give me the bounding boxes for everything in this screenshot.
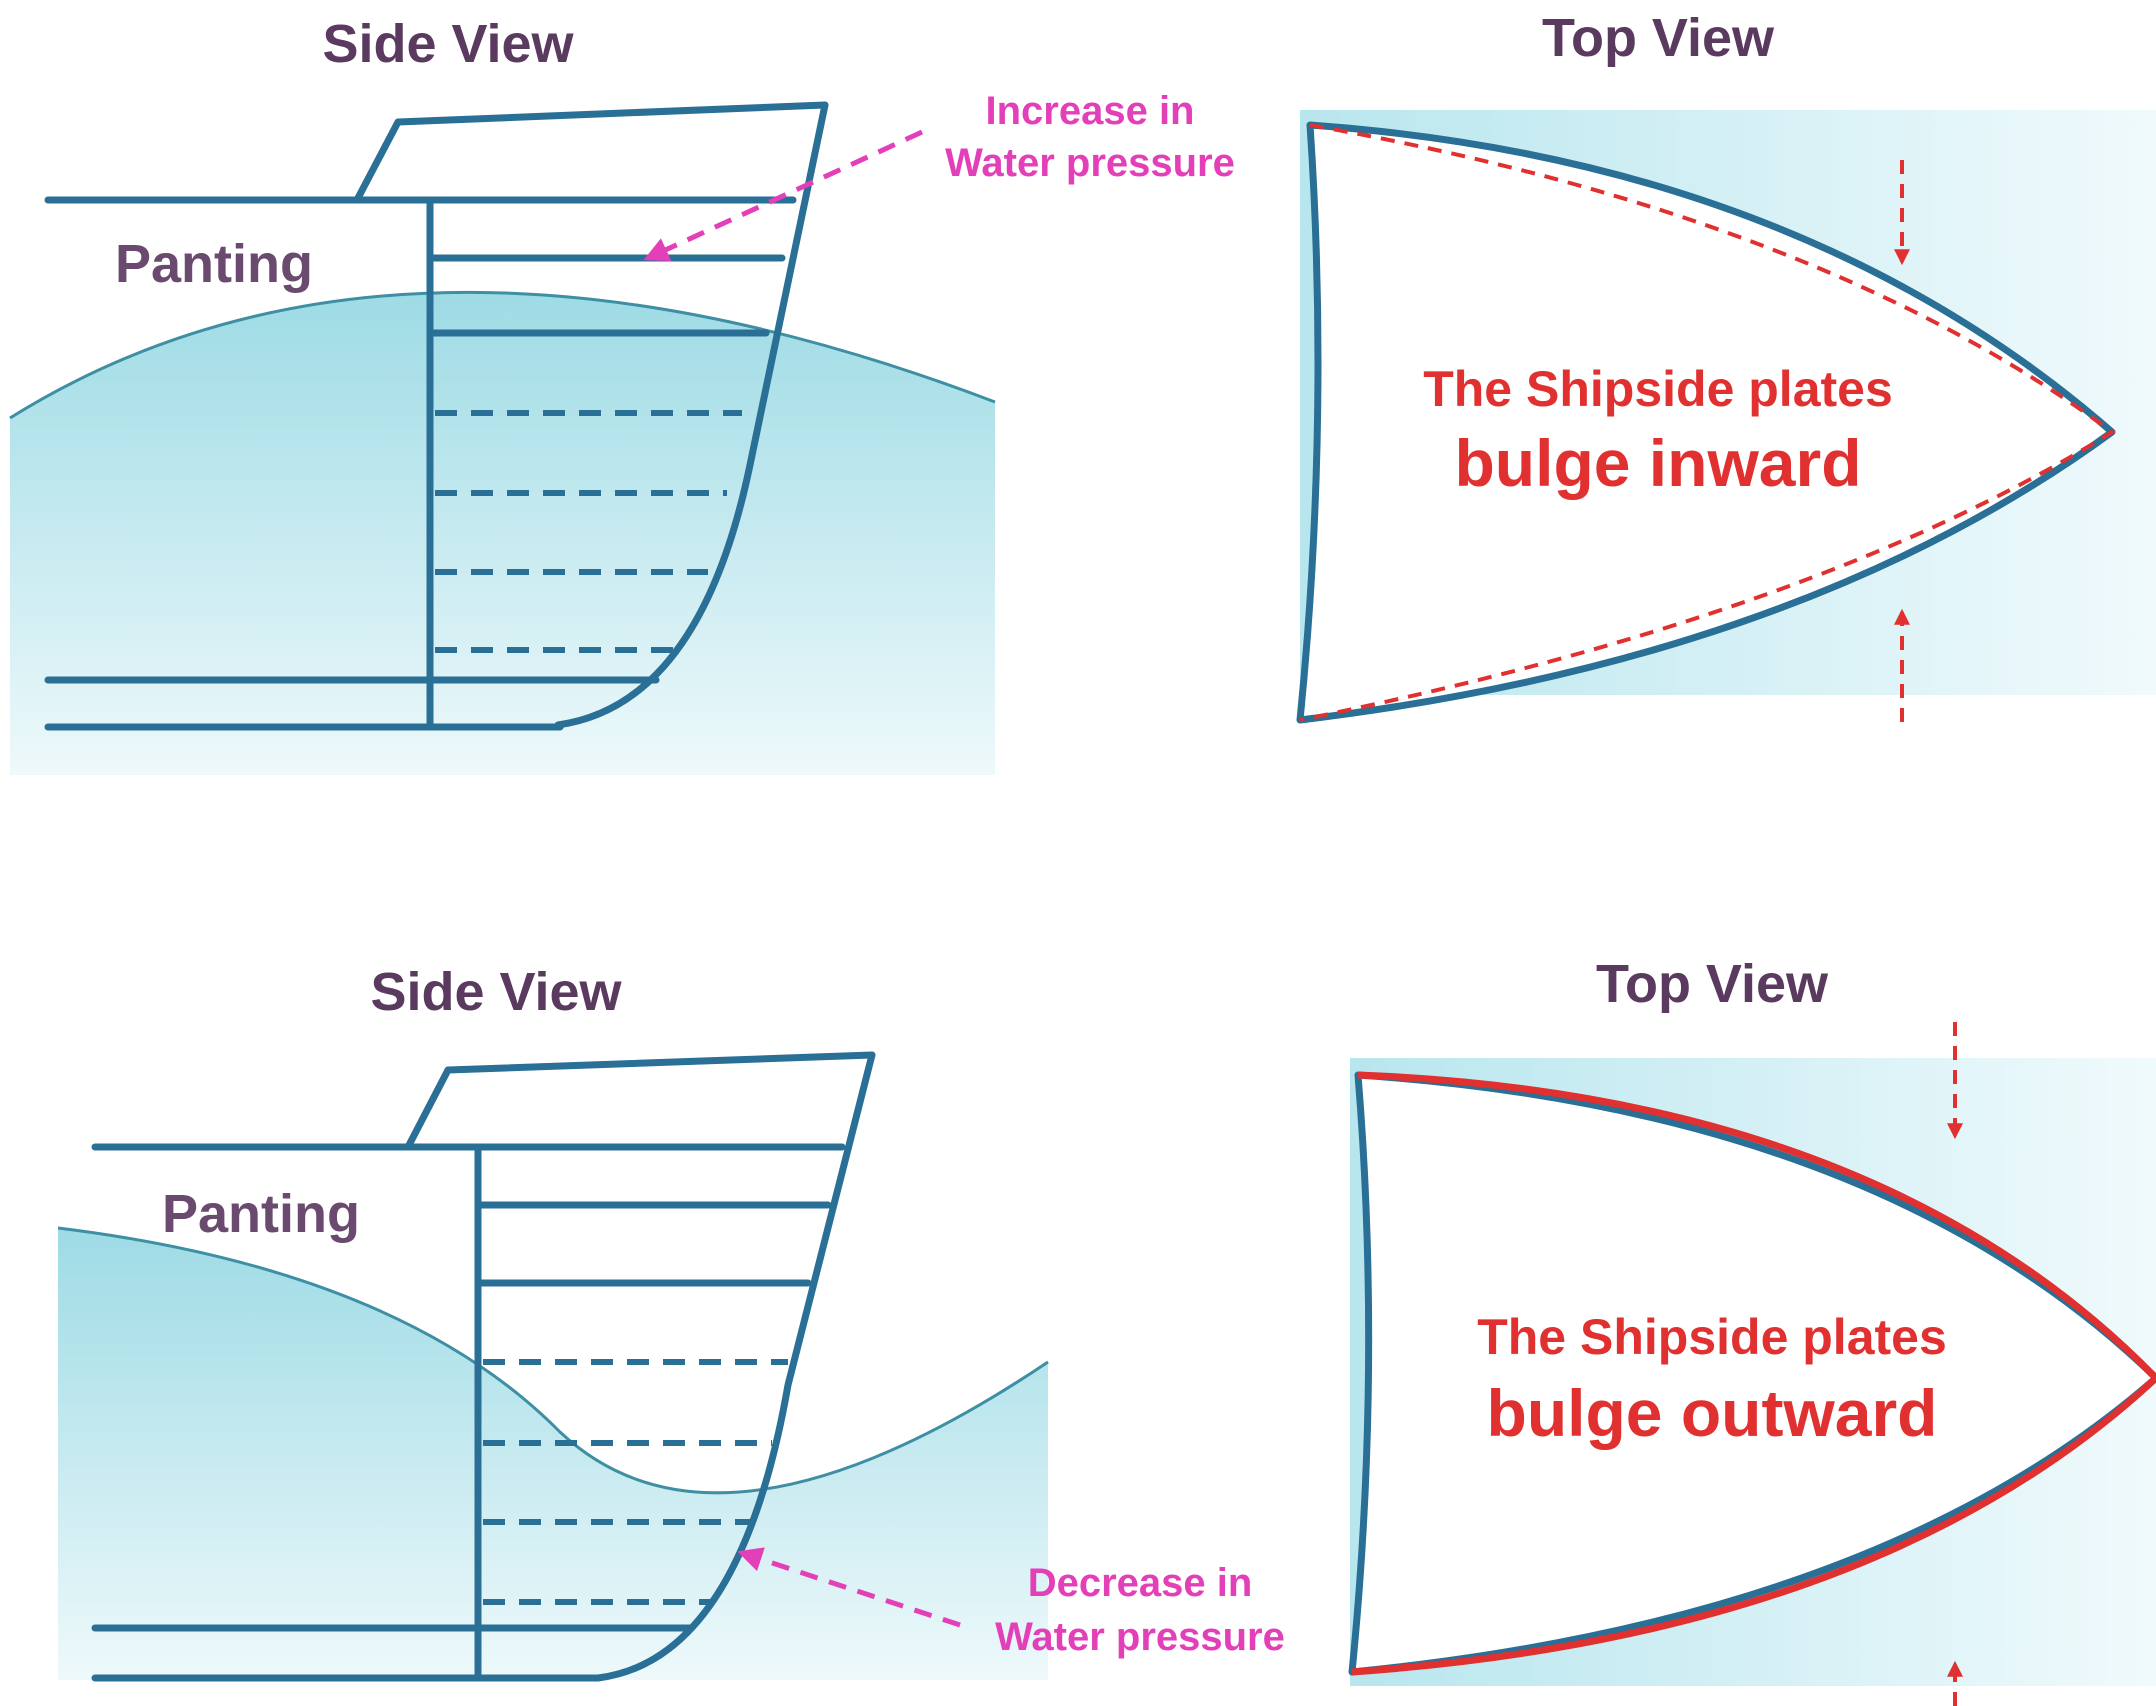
bow-stem [594, 1051, 876, 1682]
plate-deflection-outward [1351, 1375, 2156, 1676]
panting-label: Panting [115, 234, 313, 294]
panting-label: Panting [162, 1184, 360, 1244]
pressure-label-line2: Water pressure [945, 141, 1235, 185]
side-view-title: Side View [370, 962, 622, 1022]
lower-side-view: Side View Panting Decrease in Water pres… [57, 962, 1285, 1682]
pressure-label-line1: Increase in [985, 89, 1194, 133]
wave-trough-line [57, 1226, 1049, 1495]
wave-crest-line [9, 290, 996, 420]
bow-stem [554, 101, 829, 729]
water-trough-area [58, 1228, 1048, 1680]
lower-top-view: Top View The Shipside plates bulge outwa… [1348, 954, 2156, 1706]
pressure-label-line2: Water pressure [995, 1615, 1285, 1659]
side-view-title: Side View [322, 14, 574, 74]
pressure-arrow [643, 129, 924, 262]
top-view-title: Top View [1596, 954, 1829, 1014]
plates-label-line1: The Shipside plates [1423, 361, 1893, 417]
upper-top-view: Top View The Shipside plates bulge inwar… [1296, 8, 2156, 724]
plates-label-line2: bulge inward [1454, 426, 1861, 500]
forecastle [354, 101, 829, 202]
hull-plan [1348, 1071, 2156, 1676]
upper-side-view: Side View Panting Increase in Water pres… [9, 14, 1235, 775]
plate-deflection-outward [1357, 1071, 2156, 1381]
plates-label-line2: bulge outward [1487, 1376, 1938, 1450]
hull-plan [1296, 121, 2116, 724]
plate-deflection-inward [1299, 123, 2116, 722]
forecastle [404, 1051, 876, 1151]
top-view-title: Top View [1542, 8, 1775, 68]
water-crest-area [10, 292, 995, 775]
pressure-arrow [737, 1547, 961, 1628]
pressure-label-line1: Decrease in [1028, 1561, 1253, 1605]
plates-label-line1: The Shipside plates [1477, 1309, 1947, 1365]
